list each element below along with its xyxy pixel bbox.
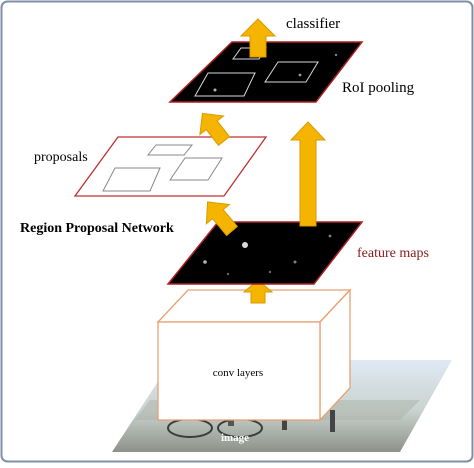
arrow-proposals-to-roi [199,112,231,147]
rpn-label: Region Proposal Network [20,221,174,236]
arrow-roi-to-classifier [239,18,277,58]
arrow-features-to-proposals [205,201,239,237]
conv-layers-label: conv layers [213,367,263,379]
roi-pooling-plane [168,41,364,103]
roi-pooling-label: RoI pooling [342,80,415,96]
conv-layers-box: conv layers [156,288,352,422]
proposals-label: proposals [34,150,88,165]
classifier-label: classifier [286,16,340,32]
image-label: image [221,432,249,444]
feature-maps-label: feature maps [357,246,429,261]
arrow-conv-to-features [242,279,274,304]
arrow-features-to-roi [289,121,327,227]
